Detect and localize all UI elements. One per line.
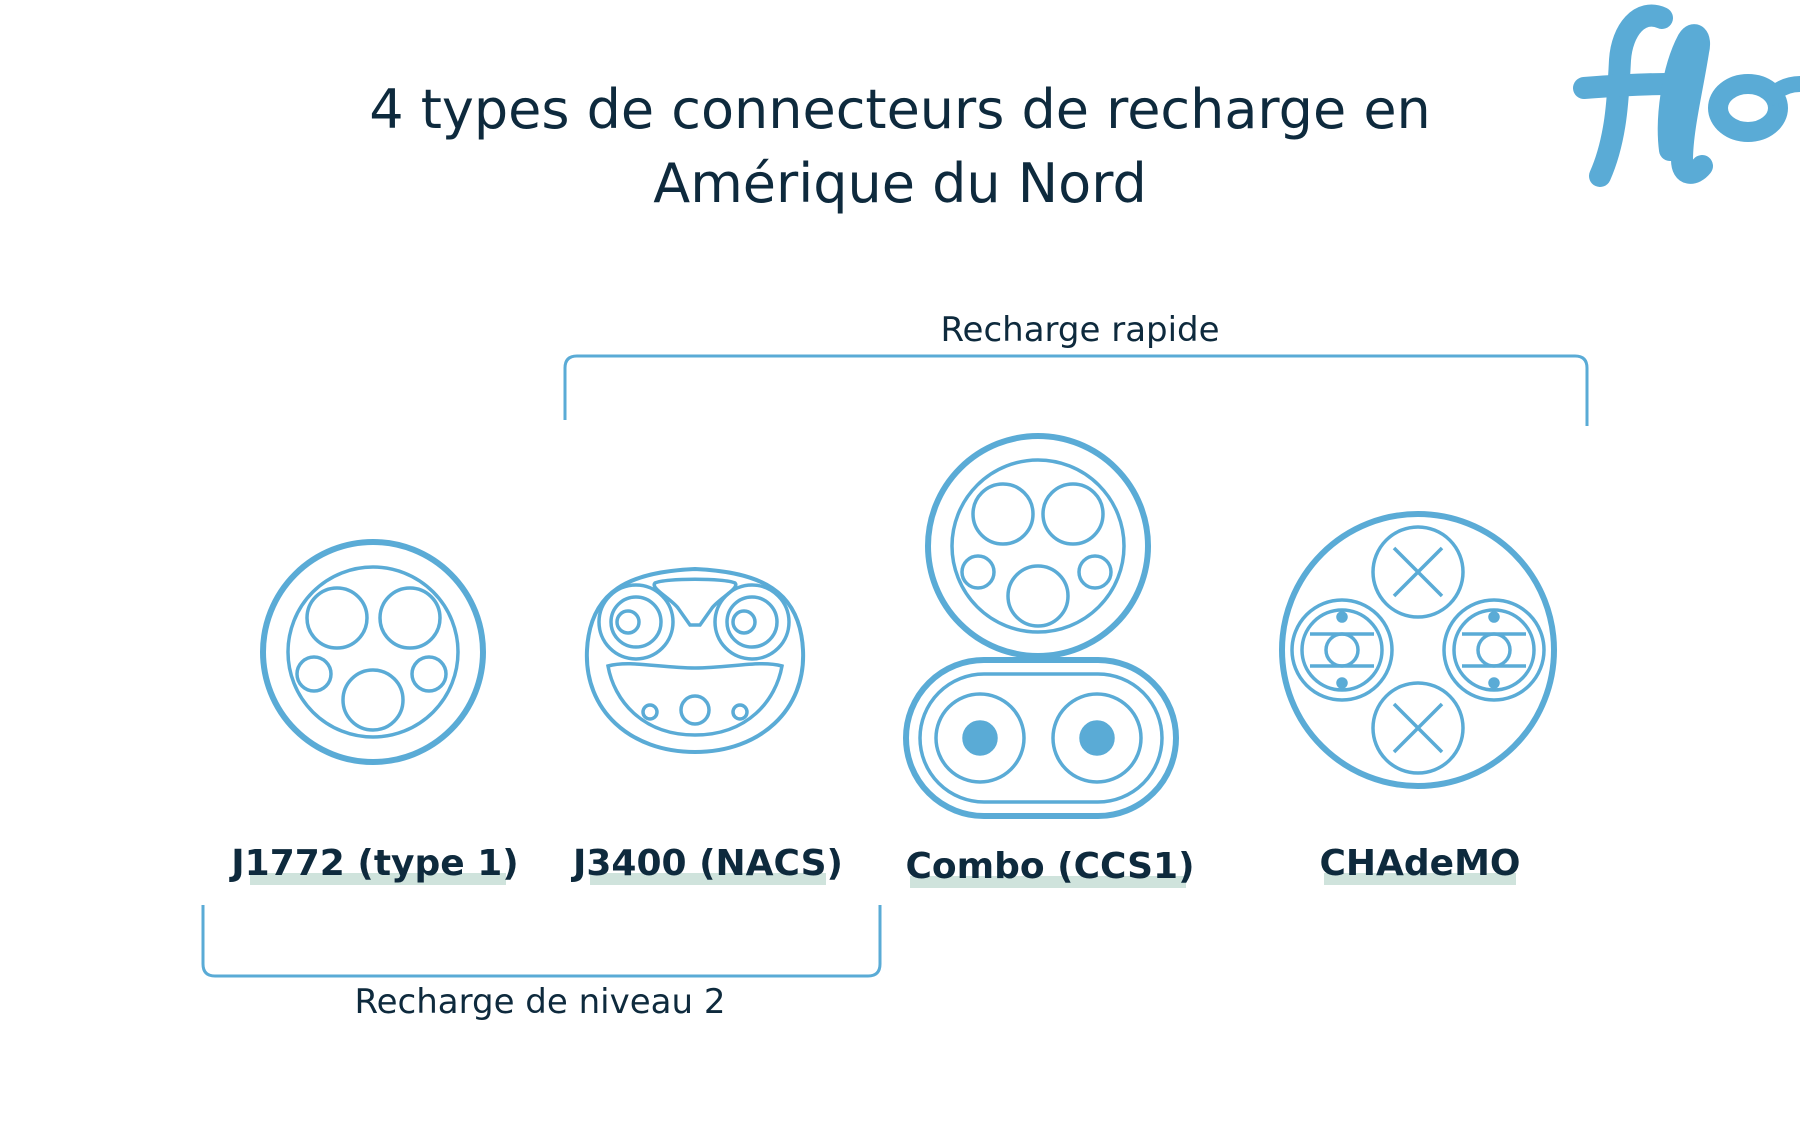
label-underline xyxy=(910,876,1186,888)
logo-o xyxy=(1708,74,1788,142)
j1772-connector-icon xyxy=(260,539,486,765)
label-underline xyxy=(1324,873,1516,885)
connector-label-j1772: J1772 (type 1) xyxy=(231,843,519,884)
label-underline xyxy=(250,873,506,885)
connector-label-nacs: J3400 (NACS) xyxy=(572,843,844,884)
ccs1-connector-icon xyxy=(903,433,1179,819)
chademo-connector-icon xyxy=(1279,511,1557,789)
nacs-connector-icon xyxy=(584,566,806,755)
flo-logo: MD xyxy=(1573,4,1800,187)
label-underline xyxy=(590,873,826,885)
fast-charging-label: Recharge rapide xyxy=(940,310,1220,350)
level2-charging-label: Recharge de niveau 2 xyxy=(354,982,726,1022)
connector-label-chademo: CHAdeMO xyxy=(1319,843,1521,884)
connector-label-ccs1: Combo (CCS1) xyxy=(905,846,1195,887)
logo-trademark: MD xyxy=(1770,101,1783,110)
title-line-1: 4 types de connecteurs de recharge en xyxy=(369,78,1431,141)
title-line-2: Amérique du Nord xyxy=(653,152,1147,215)
